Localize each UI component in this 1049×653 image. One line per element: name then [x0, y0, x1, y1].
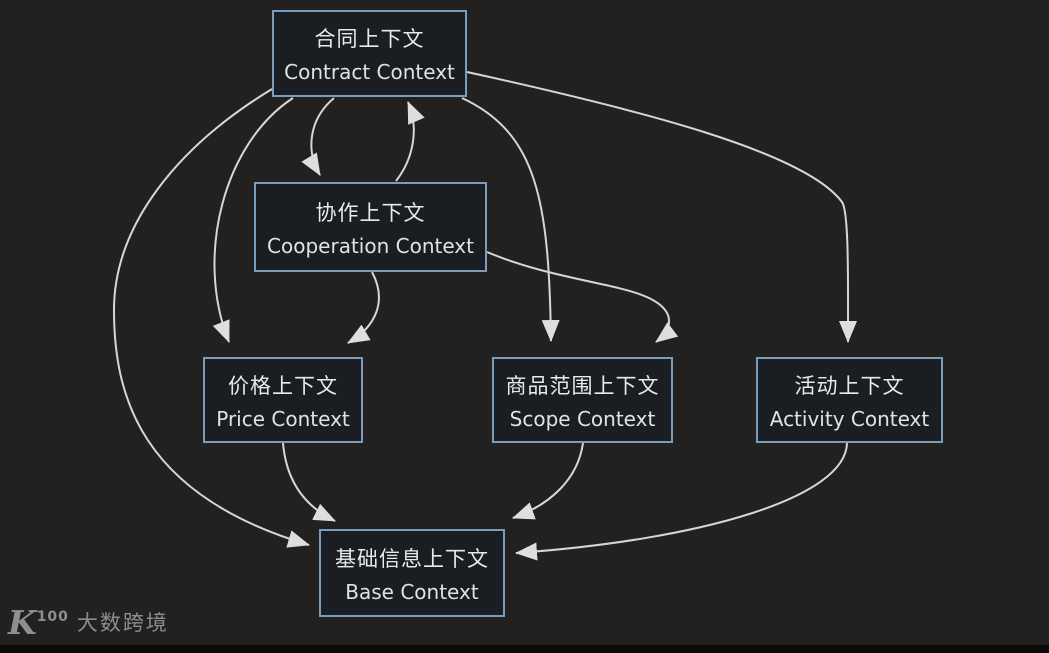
node-activity-label-en: Activity Context [769, 406, 930, 431]
node-contract-label-en: Contract Context [284, 60, 455, 84]
edge-price-to-base [282, 442, 336, 522]
edge-contract-to-activity [466, 71, 858, 343]
node-cooperation-label-zh: 协作上下文 [315, 200, 426, 225]
node-cooperation-context: 协作上下文 Cooperation Context [254, 182, 487, 272]
node-price-label-zh: 价格上下文 [228, 373, 338, 398]
edge-cooperation-to-contract [395, 101, 425, 182]
node-scope-context: 商品范围上下文 Scope Context [492, 357, 673, 443]
edge-cooperation-to-price [347, 271, 380, 344]
edge-cooperation-to-scope [486, 251, 679, 343]
edge-contract-to-cooperation [301, 97, 335, 176]
edge-activity-to-base [515, 442, 848, 561]
node-scope-label-zh: 商品范围上下文 [505, 373, 660, 398]
bottom-black-bar [0, 645, 1049, 653]
brand-logo-icon: K 100 [8, 603, 69, 642]
node-contract-context: 合同上下文 Contract Context [272, 10, 467, 97]
watermark: K 100 大数跨境 [8, 603, 169, 642]
watermark-text: 大数跨境 [76, 611, 169, 635]
edge-scope-to-base [512, 442, 584, 520]
node-scope-label-en: Scope Context [509, 406, 656, 431]
node-contract-label-zh: 合同上下文 [314, 27, 425, 51]
node-base-context: 基础信息上下文 Base Context [319, 529, 505, 617]
node-base-label-en: Base Context [345, 579, 479, 604]
node-base-label-zh: 基础信息上下文 [335, 546, 489, 571]
node-activity-label-zh: 活动上下文 [794, 373, 905, 398]
edge-contract-to-base [112, 88, 310, 548]
brand-logo-k: K [8, 603, 37, 642]
brand-logo-100: 100 [36, 609, 69, 625]
node-cooperation-label-en: Cooperation Context [267, 233, 474, 258]
node-activity-context: 活动上下文 Activity Context [756, 357, 943, 443]
node-price-label-en: Price Context [216, 406, 350, 431]
node-price-context: 价格上下文 Price Context [203, 357, 363, 443]
